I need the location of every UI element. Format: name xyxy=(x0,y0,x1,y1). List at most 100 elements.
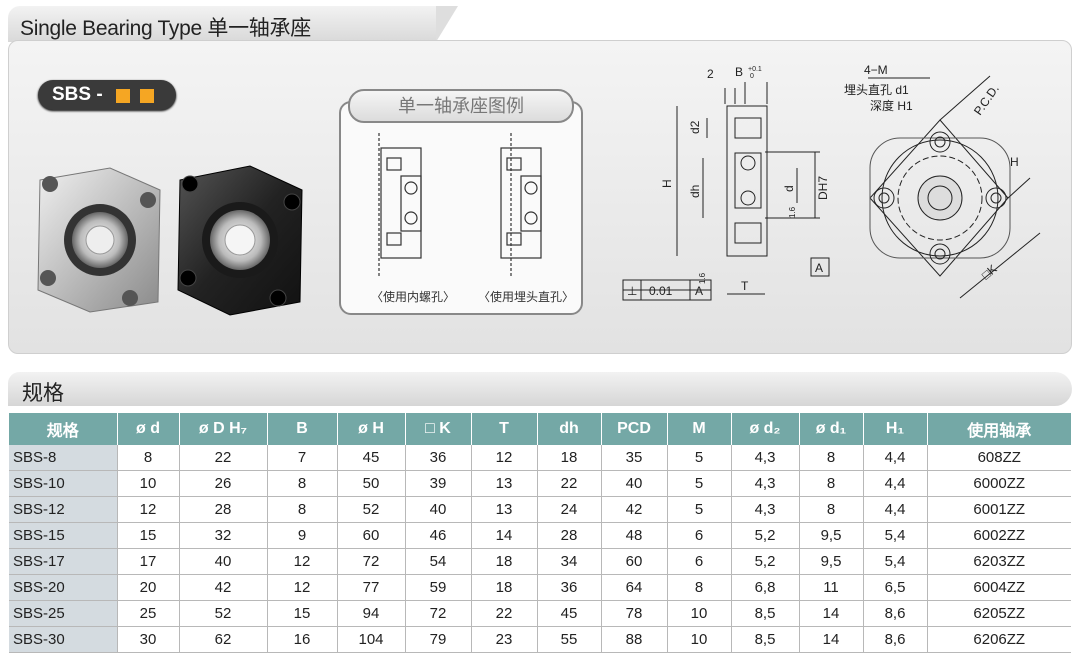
table-cell: 8 xyxy=(117,445,180,471)
legend-title: 单一轴承座图例 xyxy=(348,89,574,123)
table-cell: 4,3 xyxy=(731,496,800,523)
dim-B-tol-upper: +0.1 xyxy=(748,66,762,73)
legend-caption-left: 〈使用内螺孔〉 xyxy=(371,290,456,304)
table-cell: 5 xyxy=(667,496,732,523)
model-cell: SBS-20 xyxy=(9,574,118,601)
table-cell: 55 xyxy=(537,626,602,653)
label-K: □K xyxy=(979,262,1000,283)
legend-box xyxy=(339,101,583,315)
model-cell: SBS-25 xyxy=(9,600,118,627)
table-cell: 14 xyxy=(799,600,864,627)
table-cell: 26 xyxy=(179,470,268,497)
table-cell: 64 xyxy=(601,574,668,601)
badge-slot-2 xyxy=(140,89,154,103)
model-cell: SBS-10 xyxy=(9,470,118,497)
table-cell: 60 xyxy=(601,548,668,575)
model-cell: SBS-15 xyxy=(9,522,118,549)
dim-dh: dh xyxy=(688,185,702,198)
table-cell: 50 xyxy=(337,470,406,497)
table-cell: 12 xyxy=(267,574,338,601)
page-title: Single Bearing Type 单一轴承座 xyxy=(20,17,311,40)
label-H: H xyxy=(1010,155,1019,169)
table-cell: 78 xyxy=(601,600,668,627)
legend-caption-right: 〈使用埋头直孔〉 xyxy=(478,290,575,304)
model-cell: SBS-30 xyxy=(9,626,118,653)
title-tab xyxy=(8,6,458,42)
table-cell: 40 xyxy=(179,548,268,575)
tolerance-symbol: ⊥ xyxy=(627,284,637,298)
table-cell: 12 xyxy=(267,548,338,575)
table-cell: 14 xyxy=(471,522,538,549)
legend-diagram-internal-thread xyxy=(378,133,422,276)
table-cell: 40 xyxy=(405,496,472,523)
table-cell: 36 xyxy=(537,574,602,601)
table-cell: 34 xyxy=(537,548,602,575)
table-cell: 46 xyxy=(405,522,472,549)
column-header: dh xyxy=(537,413,602,445)
table-cell: 4,4 xyxy=(863,470,928,497)
table-cell: 23 xyxy=(471,626,538,653)
table-cell: 6004ZZ xyxy=(927,574,1071,601)
column-header: ø d₁ xyxy=(799,413,864,445)
dim-H: H xyxy=(660,179,674,188)
table-cell: 8,6 xyxy=(863,600,928,627)
table-cell: 5,2 xyxy=(731,522,800,549)
model-cell: SBS-8 xyxy=(9,445,118,471)
table-cell: 5,2 xyxy=(731,548,800,575)
legend-diagrams xyxy=(378,133,542,276)
table-cell: 45 xyxy=(337,445,406,471)
table-cell: 4,4 xyxy=(863,445,928,471)
table-cell: 32 xyxy=(179,522,268,549)
table-cell: 7 xyxy=(267,445,338,471)
dim-B: B xyxy=(735,65,743,79)
column-header: ø d₂ xyxy=(731,413,800,445)
column-header: ø H xyxy=(337,413,406,445)
spec-section-header xyxy=(8,372,1072,406)
table-cell: 72 xyxy=(405,600,472,627)
table-cell: 40 xyxy=(601,470,668,497)
table-cell: 4,3 xyxy=(731,445,800,471)
legend-diagram-counterbore xyxy=(500,133,542,276)
table-cell: 8,6 xyxy=(863,626,928,653)
table-cell: 9 xyxy=(267,522,338,549)
table-cell: 52 xyxy=(179,600,268,627)
column-header: B xyxy=(267,413,338,445)
table-cell: 22 xyxy=(537,470,602,497)
table-cell: 18 xyxy=(471,574,538,601)
table-cell: 62 xyxy=(179,626,268,653)
table-cell: 59 xyxy=(405,574,472,601)
dim-d2: d2 xyxy=(688,120,702,134)
table-cell: 8 xyxy=(799,496,864,523)
table-cell: 5 xyxy=(667,445,732,471)
label-4M: 4−M xyxy=(864,63,888,77)
table-cell: 9,5 xyxy=(799,522,864,549)
table-cell: 6 xyxy=(667,548,732,575)
table-cell: 8 xyxy=(667,574,732,601)
model-cell: SBS-17 xyxy=(9,548,118,575)
column-header: ø d xyxy=(117,413,180,445)
table-cell: 10 xyxy=(667,600,732,627)
table-cell: 88 xyxy=(601,626,668,653)
table-cell: 17 xyxy=(117,548,180,575)
table-cell: 18 xyxy=(537,445,602,471)
table-cell: 30 xyxy=(117,626,180,653)
table-cell: 6 xyxy=(667,522,732,549)
roughness-1: 1.6 xyxy=(788,206,797,218)
table-cell: 79 xyxy=(405,626,472,653)
table-cell: 104 xyxy=(337,626,406,653)
table-cell: 13 xyxy=(471,496,538,523)
table-cell: 54 xyxy=(405,548,472,575)
table-cell: 9,5 xyxy=(799,548,864,575)
tolerance-value: 0.01 xyxy=(649,284,673,298)
table-cell: 8 xyxy=(267,496,338,523)
table-cell: 608ZZ xyxy=(927,445,1071,471)
table-cell: 6000ZZ xyxy=(927,470,1071,497)
table-cell: 25 xyxy=(117,600,180,627)
tolerance-datum: A xyxy=(695,284,703,298)
